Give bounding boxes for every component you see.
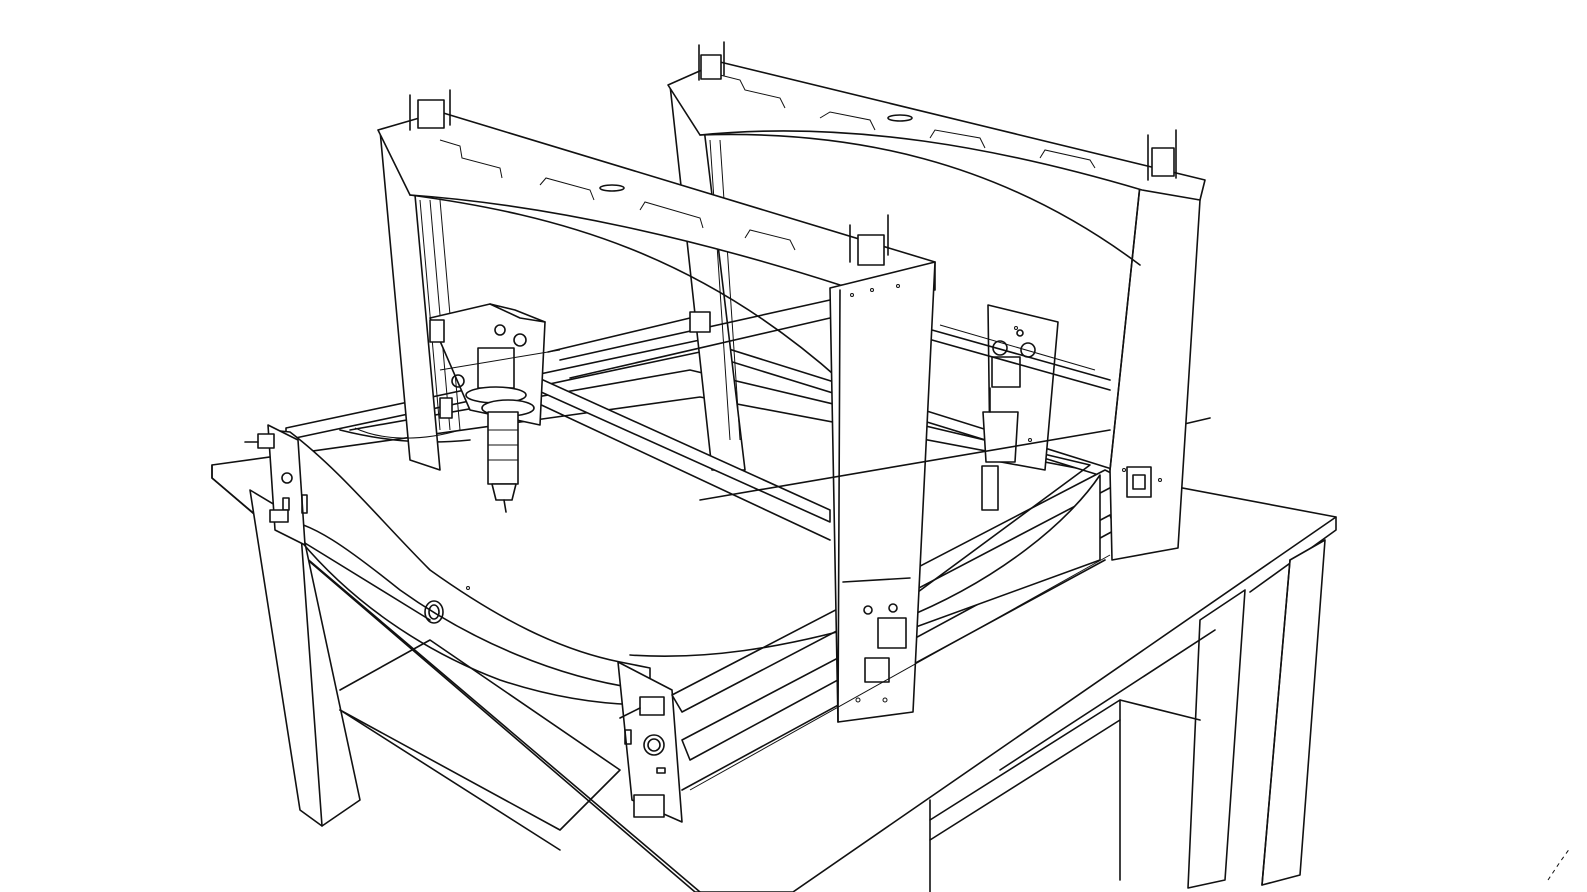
fasteners bbox=[466, 284, 1162, 590]
pulley-icon bbox=[992, 340, 1008, 356]
side-plate-bearing-icon bbox=[424, 600, 444, 624]
rear-z-carriage bbox=[931, 304, 1111, 511]
front-gantry bbox=[377, 89, 936, 723]
spindle-motor-icon bbox=[477, 347, 515, 389]
stepper-motor-icon bbox=[700, 54, 722, 80]
hidden-edge-marker bbox=[1547, 847, 1571, 881]
bearing-icon bbox=[643, 734, 665, 756]
rear-spindle-tool-icon bbox=[981, 465, 999, 511]
belts bbox=[354, 324, 1111, 791]
rear-gantry-beam bbox=[667, 61, 1206, 201]
front-gantry-lower-motor-icon bbox=[877, 617, 907, 649]
table-lower-shelf bbox=[339, 639, 621, 831]
limit-switch-icon bbox=[639, 696, 665, 716]
front-gantry-right-upright bbox=[829, 261, 936, 723]
spindle-tool-icon bbox=[487, 411, 519, 485]
left-side-plate bbox=[269, 429, 651, 691]
front-z-carriage bbox=[429, 303, 711, 513]
rear-gantry-motor-icon bbox=[1151, 147, 1175, 177]
front-gantry-beam bbox=[377, 111, 936, 291]
front-gantry-right-motor-icon bbox=[857, 234, 885, 266]
x-axis-rails bbox=[509, 299, 1111, 541]
table-leg-back-right bbox=[1261, 539, 1326, 886]
rear-gantry bbox=[667, 41, 1206, 561]
front-gantry-motor-icon bbox=[417, 99, 445, 129]
table-leg-right-middle bbox=[1187, 589, 1246, 889]
front-end-plate bbox=[617, 661, 683, 823]
threaded-rod-icon bbox=[699, 429, 1111, 501]
rear-z-motor-icon bbox=[991, 356, 1021, 388]
